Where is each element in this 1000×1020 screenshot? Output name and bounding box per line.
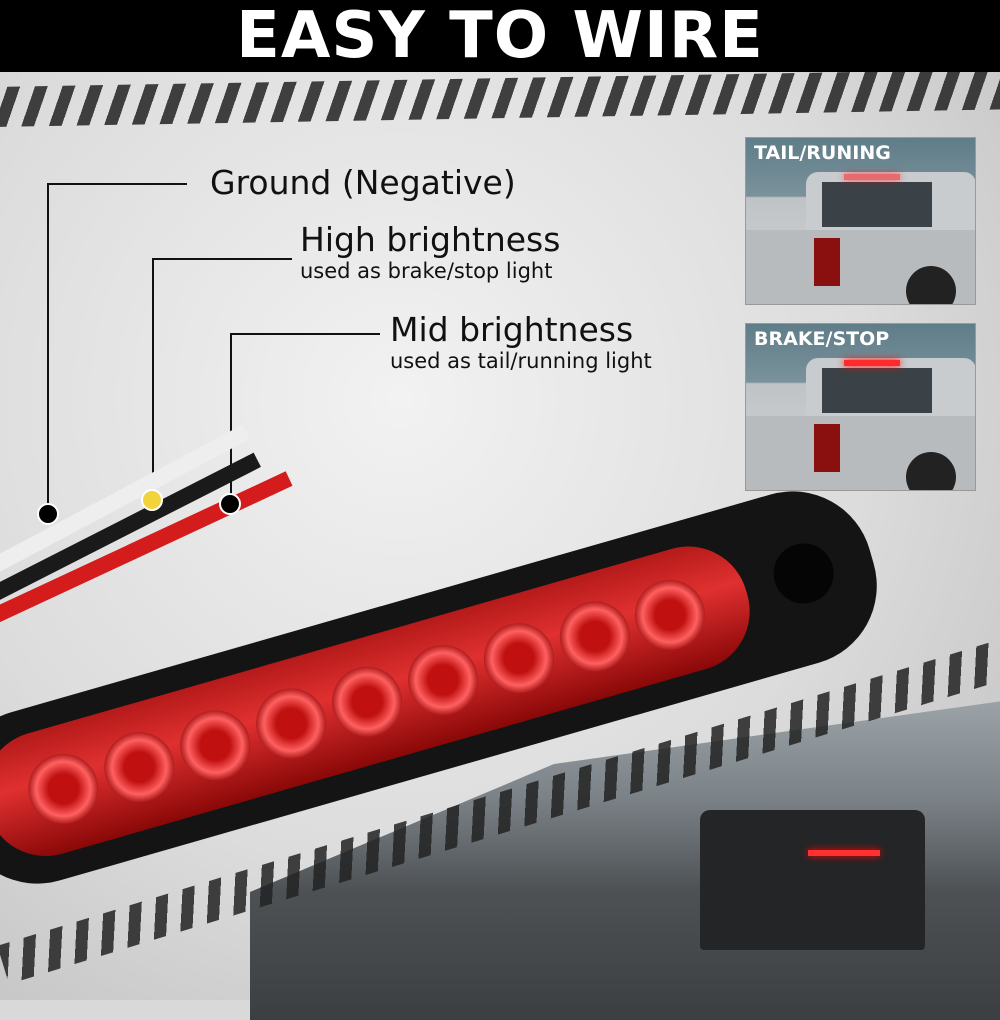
leader-line-mid (230, 333, 380, 335)
label-high-sub: used as brake/stop light (300, 259, 553, 283)
led-dim (844, 174, 900, 180)
led (626, 571, 714, 658)
led (171, 701, 259, 789)
label-high-brightness: High brightness used as brake/stop light (300, 220, 560, 283)
led (20, 744, 107, 832)
thumbnail-tail-running: TAIL/RUNING (745, 137, 976, 305)
leader-line-ground (47, 183, 187, 185)
led (399, 636, 486, 723)
label-high-title: High brightness (300, 220, 561, 259)
dot-high (141, 489, 163, 511)
led (475, 614, 562, 702)
label-mid-title: Mid brightness (390, 310, 634, 349)
dot-ground (37, 503, 59, 525)
page-title: EASY TO WIRE (236, 0, 764, 73)
label-mid-sub: used as tail/running light (390, 349, 652, 373)
led (247, 679, 335, 767)
leader-line-high (152, 258, 292, 260)
led-bright (844, 360, 900, 366)
header-banner: EASY TO WIRE (0, 0, 1000, 73)
pickup-truck (700, 810, 925, 950)
tail-light (814, 238, 840, 286)
label-mid-brightness: Mid brightness used as tail/running ligh… (390, 310, 652, 373)
label-ground-title: Ground (Negative) (210, 163, 516, 202)
rear-window (822, 368, 932, 413)
third-brake-light (808, 850, 880, 856)
wheel (906, 266, 956, 304)
tail-light (814, 424, 840, 472)
rear-window (822, 182, 932, 227)
thumbnail-brake-stop: BRAKE/STOP (745, 323, 976, 491)
wheel (906, 452, 956, 490)
dot-mid (219, 493, 241, 515)
led (551, 592, 638, 680)
leader-line-ground-vertical (47, 183, 49, 513)
label-ground: Ground (Negative) (210, 163, 516, 202)
leader-line-mid-vertical (230, 333, 232, 503)
thumbnail-caption: BRAKE/STOP (754, 328, 890, 350)
thumbnail-caption: TAIL/RUNING (754, 142, 891, 164)
leader-line-high-vertical (152, 258, 154, 498)
mounting-hole (766, 536, 841, 611)
led (323, 658, 411, 745)
led (96, 723, 183, 810)
